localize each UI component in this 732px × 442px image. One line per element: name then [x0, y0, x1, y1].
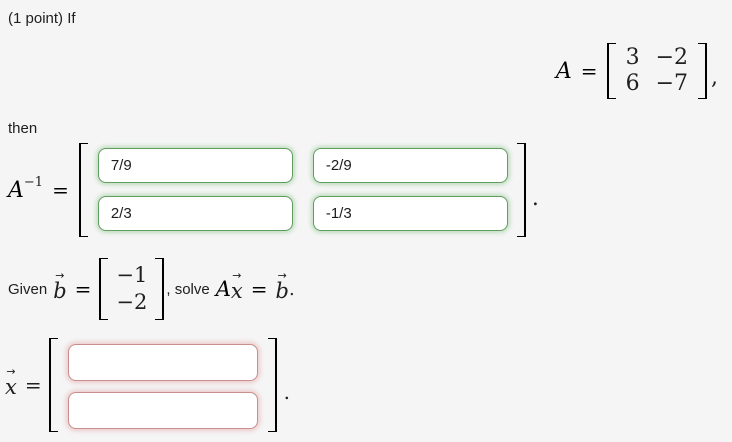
left-bracket	[48, 338, 58, 432]
left-bracket	[99, 258, 109, 320]
equals-sign: =	[24, 373, 42, 397]
solution-input-1[interactable]	[67, 344, 258, 381]
inverse-input-r1c2[interactable]	[312, 148, 508, 183]
vector-b-symbol: → b	[53, 268, 67, 303]
vector-b-symbol: → b	[275, 268, 289, 303]
matrix-a-entry: 6	[625, 71, 640, 96]
matrix-a-entries: 3 −2 6 −7	[616, 43, 698, 99]
given-text: Given	[8, 280, 48, 298]
inverse-answer-row: A −1 = .	[8, 143, 539, 237]
solution-answer-row: → x = .	[5, 338, 290, 432]
trailing-comma: ,	[711, 65, 718, 90]
matrix-a-symbol: A	[215, 277, 231, 301]
matrix-a-entry: −2	[655, 45, 688, 70]
solution-label: → x =	[5, 338, 42, 432]
inverse-input-grid	[88, 143, 517, 237]
inverse-input-r1c1[interactable]	[97, 148, 293, 183]
equals-sign: =	[580, 59, 598, 83]
vector-b-entry: −2	[116, 290, 148, 314]
left-bracket	[78, 143, 88, 237]
vector-b-entries: −1 −2	[108, 258, 155, 320]
vector-arrow-icon: →	[232, 268, 242, 282]
inverse-input-r2c1[interactable]	[97, 196, 293, 231]
vector-b-entry: −1	[116, 263, 148, 287]
equals-sign: =	[74, 277, 92, 301]
equals-sign: =	[250, 277, 268, 301]
vector-arrow-icon: →	[6, 364, 16, 378]
solve-text: , solve	[166, 280, 210, 298]
matrix-a-entry: −7	[655, 71, 688, 96]
equals-sign: =	[52, 178, 69, 202]
matrix-a-entry: 3	[625, 45, 640, 70]
solution-input-column	[58, 338, 268, 432]
trailing-period: .	[288, 278, 295, 300]
inverse-symbol: A	[8, 177, 24, 203]
right-bracket	[267, 338, 277, 432]
vector-x-symbol: → x	[5, 364, 17, 399]
inverse-exponent: −1	[23, 174, 44, 190]
inverse-input-r2c2[interactable]	[312, 196, 508, 231]
vector-arrow-icon: →	[55, 268, 65, 282]
vector-x-symbol: → x	[230, 268, 243, 303]
trailing-period: .	[531, 185, 539, 211]
problem-intro: (1 point) If	[8, 10, 76, 27]
matrix-a-display: A = 3 −2 6 −7 ,	[556, 43, 718, 99]
inverse-label: A −1 =	[8, 143, 69, 237]
vector-b-display: −1 −2	[99, 258, 165, 320]
left-bracket	[606, 43, 616, 99]
given-statement: Given → b = −1 −2 , solve A → x = → b .	[8, 258, 295, 320]
vector-arrow-icon: →	[277, 268, 287, 282]
then-text: then	[8, 120, 38, 137]
right-bracket	[698, 43, 707, 99]
trailing-period: .	[283, 380, 290, 404]
matrix-a-symbol: A	[555, 58, 572, 84]
right-bracket	[155, 258, 165, 320]
solution-input-2[interactable]	[67, 392, 258, 429]
right-bracket	[516, 143, 526, 237]
